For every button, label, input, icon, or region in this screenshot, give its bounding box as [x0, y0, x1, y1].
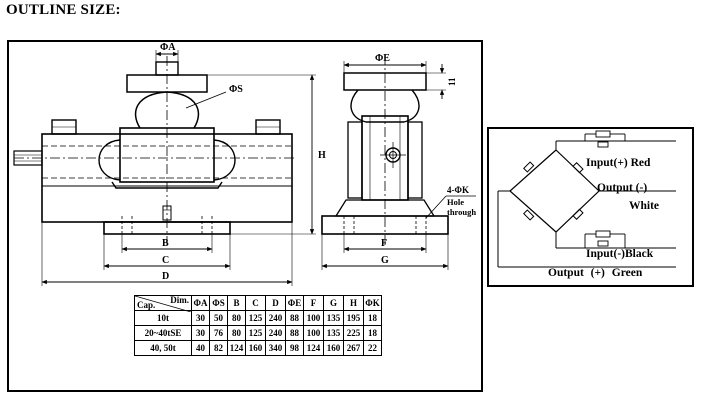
table-row: 40, 50t 40 82 124 160 340 98 124 160 267…: [134, 340, 382, 356]
wire-input-negative-sign: (-): [613, 248, 626, 260]
front-view: [13, 50, 316, 286]
label-through: through: [447, 207, 476, 217]
wire-input-positive-sign: (+): [613, 157, 628, 169]
label-phi-a: ΦA: [160, 42, 176, 53]
corner-cap-label: Cap.: [137, 300, 156, 310]
wire-output-negative-label: Output (-): [597, 182, 647, 194]
wire-output-positive-text: Output: [548, 267, 584, 279]
wire-output-negative-sign: (-): [635, 182, 648, 194]
wire-output-negative-text: Output: [597, 182, 633, 194]
wire-input-positive-label: Input(+) Red: [586, 157, 650, 169]
wire-input-negative-label: Input(-)Black: [586, 248, 653, 260]
table-cell: 267: [343, 340, 364, 356]
table-row: 10t 30 50 80 125 240 88 100 135 195 18: [134, 310, 382, 326]
wire-input-negative-color: Black: [625, 248, 654, 260]
side-view: [321, 55, 476, 270]
label-hole: Hole: [447, 197, 464, 207]
label-phi-s: ΦS: [229, 84, 243, 95]
table-header-row: Dim. Cap. ΦA ΦS B C D ΦE F G H ΦK: [134, 295, 382, 312]
label-b: B: [162, 238, 169, 249]
wire-output-positive-sign: (+): [590, 267, 605, 279]
label-g: G: [381, 255, 389, 266]
wire-output-positive-color: Green: [611, 267, 643, 279]
label-four-phi-k: 4-ΦK: [447, 185, 469, 195]
row-capacity: 40, 50t: [134, 340, 192, 356]
wire-output-positive-label: Output (+) Green: [548, 267, 642, 279]
outline-drawing-panel: [7, 40, 483, 392]
wiring-diagram-panel: [487, 127, 694, 287]
wire-input-positive-color: Red: [630, 157, 651, 169]
label-c: C: [162, 255, 169, 266]
corner-diagonal: [135, 296, 191, 312]
outline-size-heading: OUTLINE SIZE:: [6, 2, 121, 18]
label-eleven: 11: [447, 77, 457, 86]
label-phi-e: ΦE: [375, 53, 390, 64]
corner-dim-label: Dim.: [170, 295, 189, 305]
wire-input-positive-text: Input: [586, 157, 614, 169]
label-d: D: [162, 271, 169, 282]
table-corner-cell: Dim. Cap.: [134, 295, 192, 312]
label-h: H: [318, 150, 326, 161]
dimension-table: Dim. Cap. ΦA ΦS B C D ΦE F G H ΦK 10t 30…: [134, 295, 382, 356]
table-cell: 22: [363, 340, 382, 356]
wire-output-negative-color: White: [629, 200, 660, 212]
wire-input-negative-text: Input: [586, 248, 614, 260]
table-row: 20~40tSE 30 76 80 125 240 88 100 135 225…: [134, 325, 382, 341]
label-f: F: [381, 238, 387, 249]
